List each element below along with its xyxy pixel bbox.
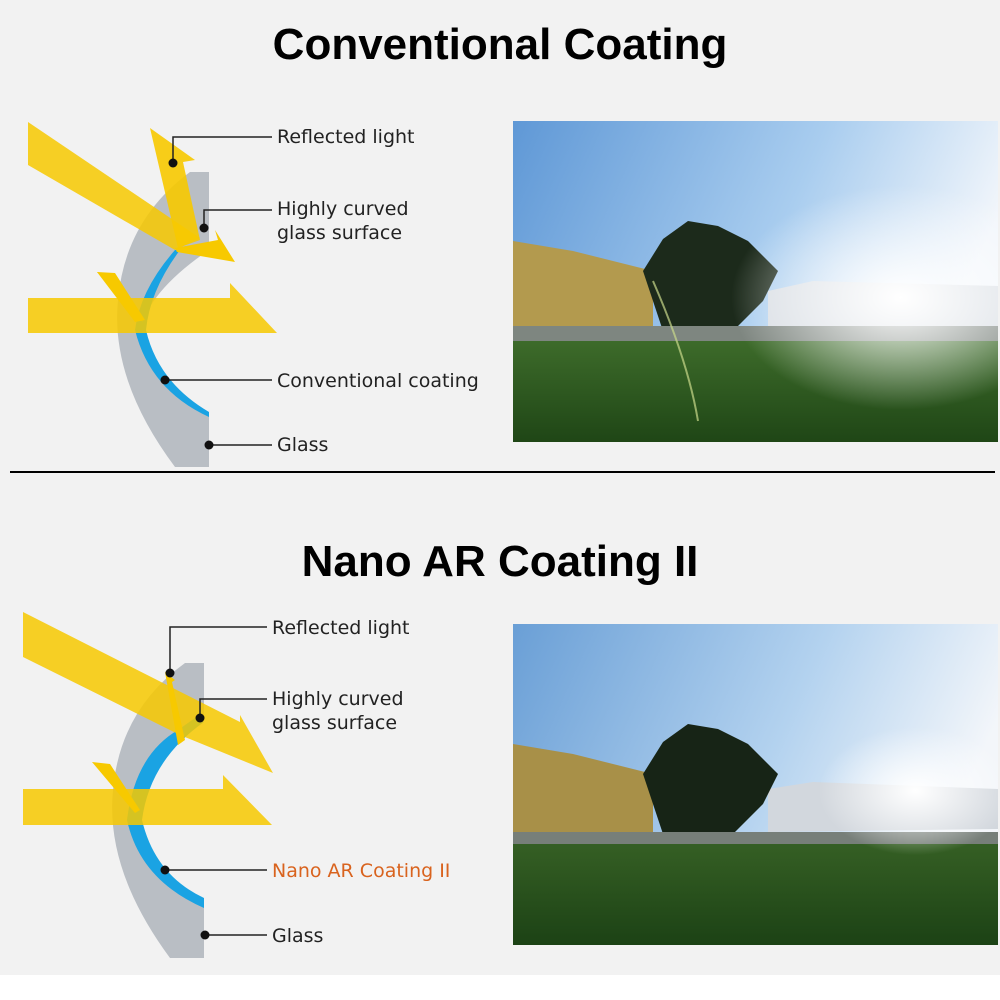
incident-light-beam-upper: [28, 122, 200, 250]
glass-element: [117, 172, 209, 467]
reflected-light-arrow: [165, 672, 185, 745]
callout-lines: [165, 136, 272, 446]
callout-lines: [165, 626, 267, 936]
incident-light-beam-lower: [23, 775, 272, 825]
sample-photo-conventional-flare: [513, 121, 998, 442]
label-curved-surface-1: Highly curved: [272, 688, 404, 710]
label-glass: Glass: [277, 434, 328, 456]
incident-light-beam-lower: [28, 283, 277, 333]
section-title-nano-ar: Nano AR Coating II: [301, 537, 699, 586]
label-coating: Conventional coating: [277, 370, 479, 392]
label-reflected-light: Reflected light: [277, 126, 415, 148]
sample-photo-nano-ar-clean: [513, 624, 998, 945]
nano-ar-coating-diagram: Reflected light Highly curved glass surf…: [23, 612, 450, 958]
label-coating-nano-ar: Nano AR Coating II: [272, 860, 450, 882]
label-curved-surface-2: glass surface: [277, 222, 402, 244]
conventional-coating-diagram: Reflected light Highly curved glass surf…: [28, 122, 479, 467]
section-title-conventional: Conventional Coating: [272, 20, 728, 69]
nano-ar-coating-layer: [127, 718, 204, 908]
incident-light-beam-upper: [23, 612, 273, 773]
label-glass: Glass: [272, 925, 323, 947]
section-divider: [10, 471, 995, 473]
label-curved-surface-1: Highly curved: [277, 198, 409, 220]
reflected-light-arrow-lower: [92, 762, 140, 813]
label-curved-surface-2: glass surface: [272, 712, 397, 734]
refracted-light-arrow: [175, 230, 235, 262]
reflected-light-arrow: [150, 128, 200, 248]
label-reflected-light: Reflected light: [272, 617, 410, 639]
conventional-coating-layer: [135, 250, 209, 417]
